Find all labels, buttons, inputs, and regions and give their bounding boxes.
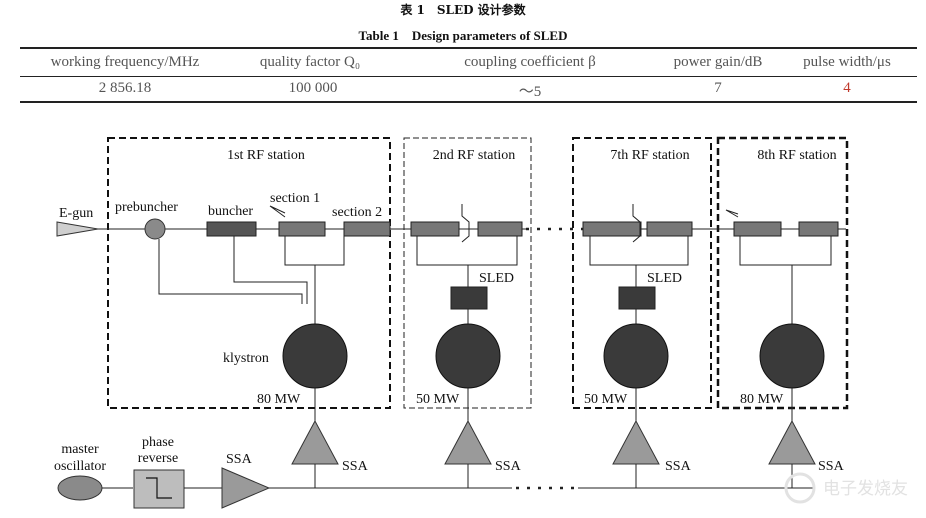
main-ssa-icon [221,467,271,509]
prebuncher-label: prebuncher [115,200,178,215]
prebuncher-feed-line [158,239,303,304]
station1-waveguide [284,236,345,266]
station2-power: 50 MW [416,392,460,407]
klystron-7-icon [603,323,669,389]
station7-section-a [582,221,642,237]
phase-reverse-icon [146,477,172,499]
station2-sled-label: SLED [479,271,514,286]
station7-ssa-icon [612,419,660,465]
station2-waveguide [416,236,518,266]
station-box-8 [716,136,849,410]
station7-power: 50 MW [584,392,628,407]
table-value-power-gain: 7 [714,80,722,96]
table-bottom-rule [20,101,917,103]
table-value-frequency: 2 856.18 [98,80,152,96]
station8-power: 80 MW [740,392,784,407]
table-value-coupling: ～5 [518,84,542,100]
buncher-label: buncher [208,204,253,219]
station-title-2: 2nd RF station [433,148,515,163]
table-mid-rule [20,76,917,77]
station2-ssa-label: SSA [495,459,522,474]
klystron-2-icon [435,323,501,389]
prebuncher-icon [144,218,166,240]
table-value-quality-factor: 100 000 [288,80,338,96]
station8-ssa-icon [768,419,816,465]
station7-coupler [632,204,641,243]
station1-section-b [343,221,391,237]
klystron-label: klystron [223,351,269,366]
table-header-quality-factor: quality factor Q₀ [259,54,361,70]
master-oscillator-label-1: master [61,442,99,457]
station7-waveguide [589,236,689,266]
egun-label: E-gun [59,206,93,221]
station-title-1: 1st RF station [227,148,305,163]
station2-sled-box [450,286,488,310]
station1-coupler [269,205,286,218]
table-caption-en: Table 1 Design parameters of SLED [358,28,568,43]
main-ssa-label: SSA [226,452,253,467]
station-box-7 [572,137,712,409]
egun-icon [56,221,99,237]
phase-reverse-label-2: reverse [138,451,178,466]
station2-ssa-icon [444,419,492,465]
station8-waveguide [739,236,832,266]
master-oscillator-label-2: oscillator [54,459,106,474]
klystron-1-icon [282,323,348,389]
section1-label: section 1 [270,191,320,206]
station7-sled-box [618,286,656,310]
station-title-7: 7th RF station [610,148,689,163]
station8-section-b [798,221,839,237]
table-caption-cn: 表 1 SLED 设计参数 [400,3,526,17]
table-top-rule [20,47,917,49]
table-header-power-gain: power gain/dB [673,54,763,70]
table-header-frequency: working frequency/MHz [50,54,200,70]
watermark-icon [784,472,816,504]
master-oscillator-icon [57,475,103,501]
station8-ssa-label: SSA [818,459,845,474]
station1-power: 80 MW [257,392,301,407]
watermark-text: 电子发烧友 [823,479,908,498]
station2-section-a [410,221,460,237]
section2-label: section 2 [332,205,382,220]
station8-coupler [725,209,739,218]
station2-coupler [461,204,470,243]
table-header-pulse-width: pulse width/μs [803,54,891,70]
phase-reverse-box [133,469,185,509]
phase-reverse-label-1: phase [142,435,174,450]
station7-ssa-label: SSA [665,459,692,474]
station2-section-b [477,221,523,237]
station7-sled-label: SLED [647,271,682,286]
buncher-box [206,221,257,237]
station-title-8: 8th RF station [757,148,836,163]
buncher-feed-line [233,236,308,304]
table-value-pulse-width: 4 [843,80,851,96]
station8-section-a [733,221,782,237]
klystron-8-icon [759,323,825,389]
station1-ssa-icon [291,419,339,465]
table-header-coupling: coupling coefficient β [464,54,596,70]
station-box-1 [107,137,391,409]
station7-section-b [646,221,693,237]
station1-ssa-label: SSA [342,459,369,474]
station1-section-a [278,221,326,237]
